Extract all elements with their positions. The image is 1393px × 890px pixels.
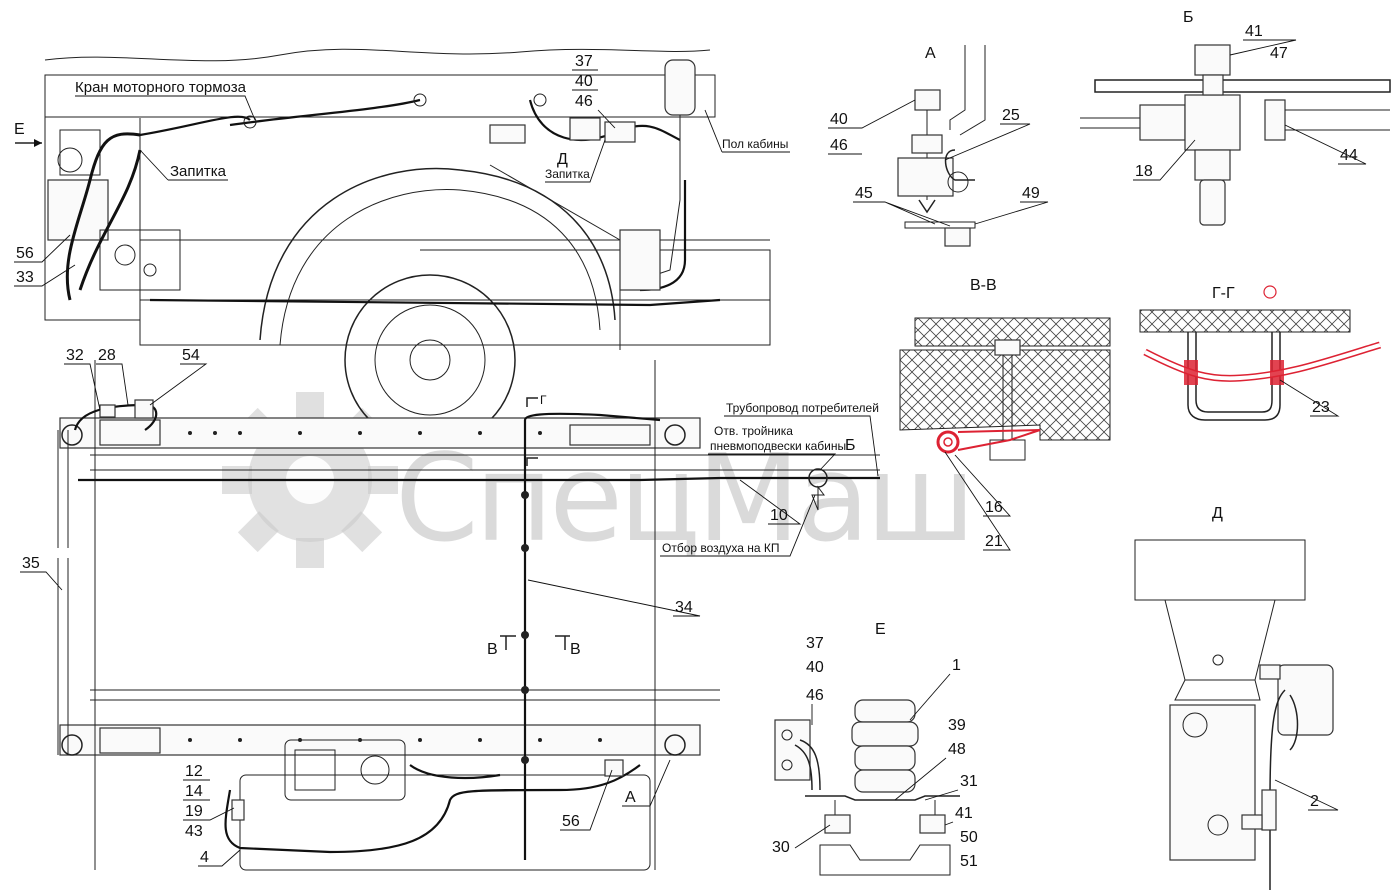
vv-callout-21: 21 xyxy=(985,533,1003,550)
section-gg-title: Г-Г xyxy=(1212,285,1235,302)
cab-floor-label: Пол кабины xyxy=(722,137,788,151)
callout-34: 34 xyxy=(675,599,693,616)
section-vv-title: В-В xyxy=(970,277,997,294)
tee-outlet-label-2: пневмоподвески кабины xyxy=(710,439,846,453)
callout-43: 43 xyxy=(185,823,203,840)
callout-54: 54 xyxy=(182,347,200,364)
callout-56-top: 56 xyxy=(16,245,34,262)
callout-46-top: 46 xyxy=(575,93,593,110)
section-vv: В-В 16 21 xyxy=(899,277,1111,551)
e-callout-37: 37 xyxy=(806,635,824,652)
motor-brake-valve-label: Кран моторного тормоза xyxy=(75,79,247,96)
view-b: Б 41 47 18 44 xyxy=(1080,9,1391,226)
b-callout-18: 18 xyxy=(1135,163,1153,180)
view-a: А 40 46 25 45 49 xyxy=(828,45,1049,247)
view-d-title: Д xyxy=(1212,505,1223,522)
watermark-text: СпецМаш xyxy=(395,430,972,569)
callout-12: 12 xyxy=(185,763,203,780)
view-b-title: Б xyxy=(1183,9,1194,26)
feed-label-left: Запитка xyxy=(170,163,227,180)
mark-b-plan: Б xyxy=(845,437,856,454)
e-callout-51: 51 xyxy=(960,853,978,870)
view-e-title: Е xyxy=(875,621,886,638)
view-e: Е 37 40 46 1 39 48 31 41 50 51 30 xyxy=(772,621,978,876)
a-callout-40: 40 xyxy=(830,111,848,128)
b-callout-47: 47 xyxy=(1270,45,1288,62)
plan-view: Г В В Трубопровод потребителей Отв. трой… xyxy=(20,347,880,871)
e-callout-41: 41 xyxy=(955,805,973,822)
d-callout-2: 2 xyxy=(1310,793,1319,810)
e-callout-30: 30 xyxy=(772,839,790,856)
callout-10: 10 xyxy=(770,507,788,524)
view-a-title: А xyxy=(925,45,936,62)
cut-v-left: В xyxy=(487,641,498,658)
callout-32: 32 xyxy=(66,347,84,364)
e-callout-50: 50 xyxy=(960,829,978,846)
e-callout-31: 31 xyxy=(960,773,978,790)
a-callout-46: 46 xyxy=(830,137,848,154)
callout-40-top: 40 xyxy=(575,73,593,90)
consumer-pipeline-label: Трубопровод потребителей xyxy=(726,401,879,415)
gearbox-air-label: Отбор воздуха на КП xyxy=(662,541,780,555)
gg-callout-23: 23 xyxy=(1312,399,1330,416)
cut-v-right: В xyxy=(570,641,581,658)
tee-outlet-label-1: Отв. тройника xyxy=(714,424,793,438)
a-callout-25: 25 xyxy=(1002,107,1020,124)
side-view: Е Кран моторного тормоза Запитка Запитка… xyxy=(14,48,790,446)
callout-35: 35 xyxy=(22,555,40,572)
mark-a-plan: А xyxy=(625,789,636,806)
section-mark-d: Д xyxy=(557,151,568,168)
a-callout-45: 45 xyxy=(855,185,873,202)
callout-37-top: 37 xyxy=(575,53,593,70)
cut-g-marker: Г xyxy=(540,393,547,407)
callout-19: 19 xyxy=(185,803,203,820)
callout-33: 33 xyxy=(16,269,34,286)
e-callout-48: 48 xyxy=(948,741,966,758)
callout-28: 28 xyxy=(98,347,116,364)
callout-14: 14 xyxy=(185,783,203,800)
vv-callout-16: 16 xyxy=(985,499,1003,516)
view-d: Д 2 xyxy=(1134,505,1339,890)
e-callout-40: 40 xyxy=(806,659,824,676)
feed-label-right: Запитка xyxy=(545,167,590,181)
section-gg: Г-Г 23 xyxy=(1139,285,1382,421)
e-callout-1: 1 xyxy=(952,657,961,674)
a-callout-49: 49 xyxy=(1022,185,1040,202)
arrow-e-label: Е xyxy=(14,121,25,138)
callout-56-bottom: 56 xyxy=(562,813,580,830)
callout-4: 4 xyxy=(200,849,209,866)
b-callout-41: 41 xyxy=(1245,23,1263,40)
e-callout-46: 46 xyxy=(806,687,824,704)
e-callout-39: 39 xyxy=(948,717,966,734)
